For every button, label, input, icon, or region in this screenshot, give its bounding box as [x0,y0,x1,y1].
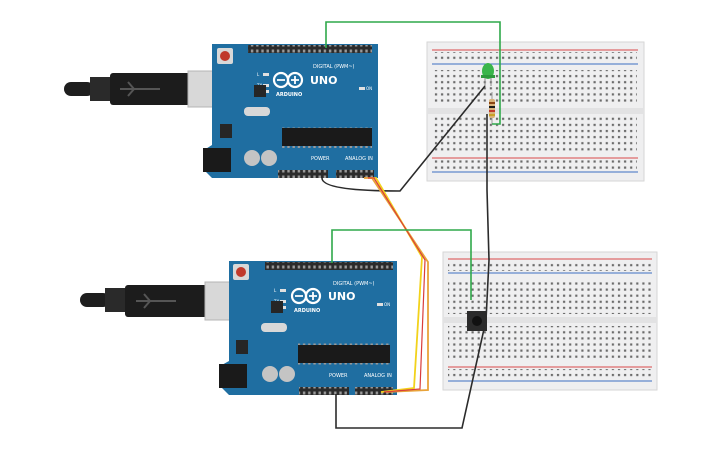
usb-cable-icon [64,70,221,108]
usb-chip [271,301,283,313]
wires [321,21,501,429]
wire-black-long[interactable] [335,114,490,429]
crystal [244,107,270,116]
breadboard-top[interactable] [426,41,645,182]
crystal [261,323,287,332]
green-led-icon[interactable] [481,63,495,86]
wire-green-bottom[interactable] [331,229,472,300]
power-jack [219,364,247,388]
arduino-uno-bottom[interactable]: DIGITAL (PWM~) UNO ARDUINO L TX RX ON PO… [80,261,397,395]
atmega-chip [298,345,390,363]
regulator [220,124,232,138]
analog-label: ANALOG IN [345,156,373,162]
led-label-l: L [257,72,260,77]
capacitor-2 [279,366,295,382]
uno-label: UNO [310,74,338,87]
usb-cable-icon [80,281,240,321]
brand-label: ARDUINO [276,92,302,98]
arduino-uno-top[interactable]: DIGITAL (PWM~) UNO ARDUINO L TX RX ON [64,44,378,178]
arduino-logo-icon [290,287,322,305]
regulator [236,340,248,354]
capacitor-1 [262,366,278,382]
usb-chip [254,85,266,97]
on-label: ON [366,86,372,91]
uno-label: UNO [328,290,356,303]
pushbutton-icon[interactable] [467,311,487,331]
capacitor-2 [261,150,277,166]
wire-green-top[interactable] [325,21,501,125]
power-label: POWER [329,373,348,379]
power-jack [203,148,231,172]
digital-label: DIGITAL (PWM~) [313,64,355,70]
brand-label: ARDUINO [294,308,320,314]
on-label: ON [384,302,390,307]
atmega-chip [282,128,372,146]
capacitor-1 [244,150,260,166]
analog-label: ANALOG IN [364,373,392,379]
wire-black-top[interactable] [321,85,486,192]
arduino-logo-icon [272,71,304,89]
power-label: POWER [311,156,330,162]
led-label-l: L [274,288,277,293]
wire-red-link[interactable] [368,177,426,393]
digital-label: DIGITAL (PWM~) [333,281,375,287]
resistor-icon[interactable] [489,92,495,124]
